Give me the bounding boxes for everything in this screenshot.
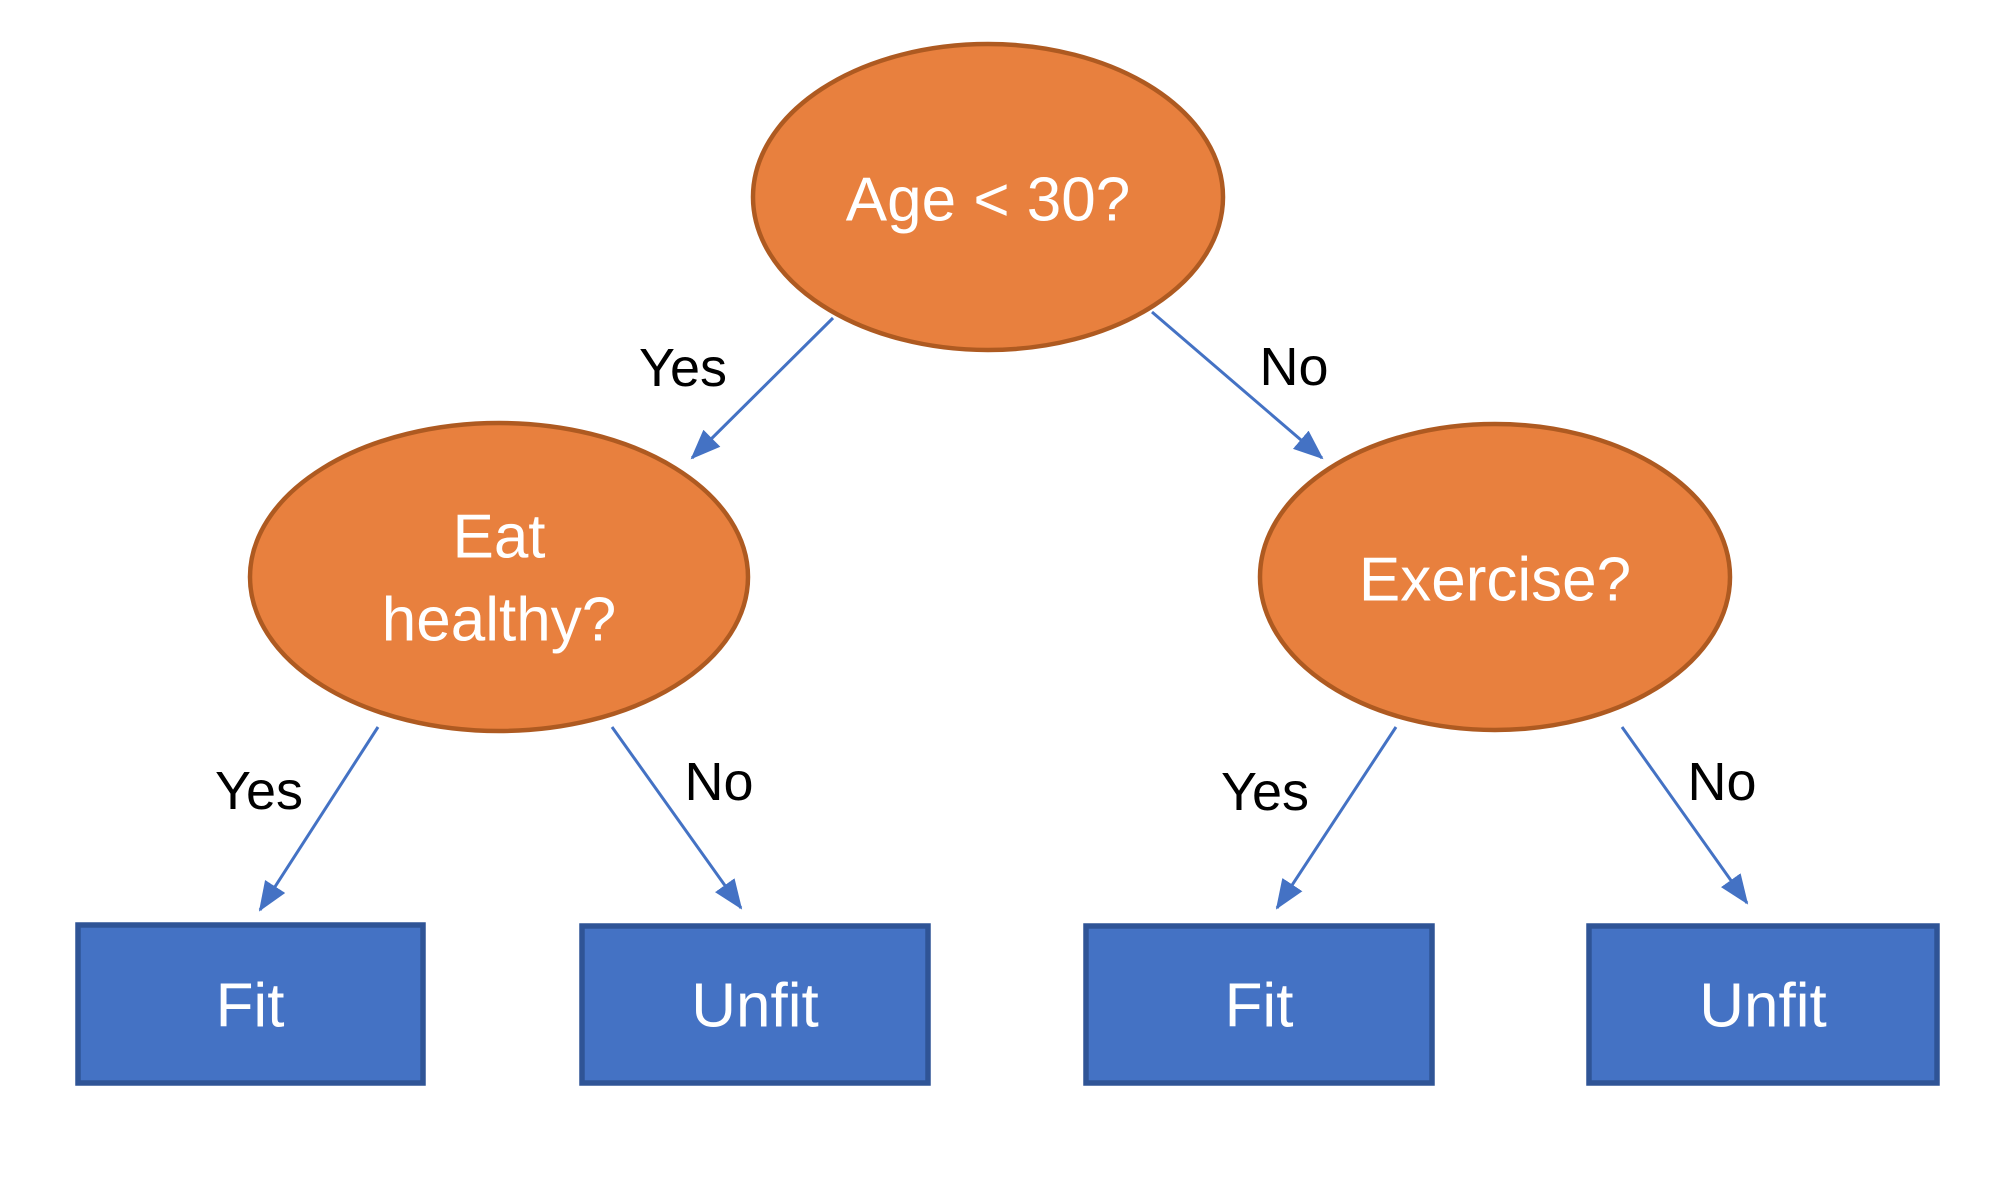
leaf-node-fit-1-label: Fit	[216, 972, 285, 1041]
edge-label-eat-healthy-yes: Yes	[215, 761, 303, 821]
edge-exercise-to-unfit	[1620, 726, 1749, 905]
edge-label-eat-healthy-no: No	[684, 752, 753, 812]
leaf-node-fit-1	[75, 922, 426, 1086]
edge-eat-healthy-to-unfit	[610, 726, 743, 910]
edge-label-exercise-yes: Yes	[1221, 762, 1309, 822]
edge-exercise-to-fit	[1275, 726, 1398, 910]
decision-node-exercise	[1257, 421, 1733, 733]
decision-node-age	[750, 41, 1226, 353]
edge-eat-healthy-to-fit	[258, 726, 380, 912]
decision-node-age-label: Age < 30?	[846, 166, 1130, 235]
leaf-node-unfit-1	[579, 923, 931, 1086]
edge-root-to-eat-healthy	[690, 316, 835, 460]
edge-label-root-no: No	[1259, 337, 1328, 397]
decision-node-eat-healthy-label-line1: Eat	[452, 503, 545, 572]
edge-label-root-yes: Yes	[639, 338, 727, 398]
edge-root-to-exercise	[1151, 310, 1324, 460]
leaf-node-unfit-1-label: Unfit	[691, 972, 818, 1041]
decision-node-exercise-label: Exercise?	[1359, 546, 1631, 615]
decision-node-eat-healthy-label-line2: healthy?	[382, 586, 616, 655]
leaf-node-fit-2-label: Fit	[1225, 972, 1294, 1041]
leaf-node-fit-2	[1083, 923, 1435, 1086]
leaf-node-unfit-2-label: Unfit	[1699, 972, 1826, 1041]
leaf-node-unfit-2	[1586, 923, 1940, 1086]
edge-label-exercise-no: No	[1687, 752, 1756, 812]
decision-node-eat-healthy	[247, 420, 751, 734]
